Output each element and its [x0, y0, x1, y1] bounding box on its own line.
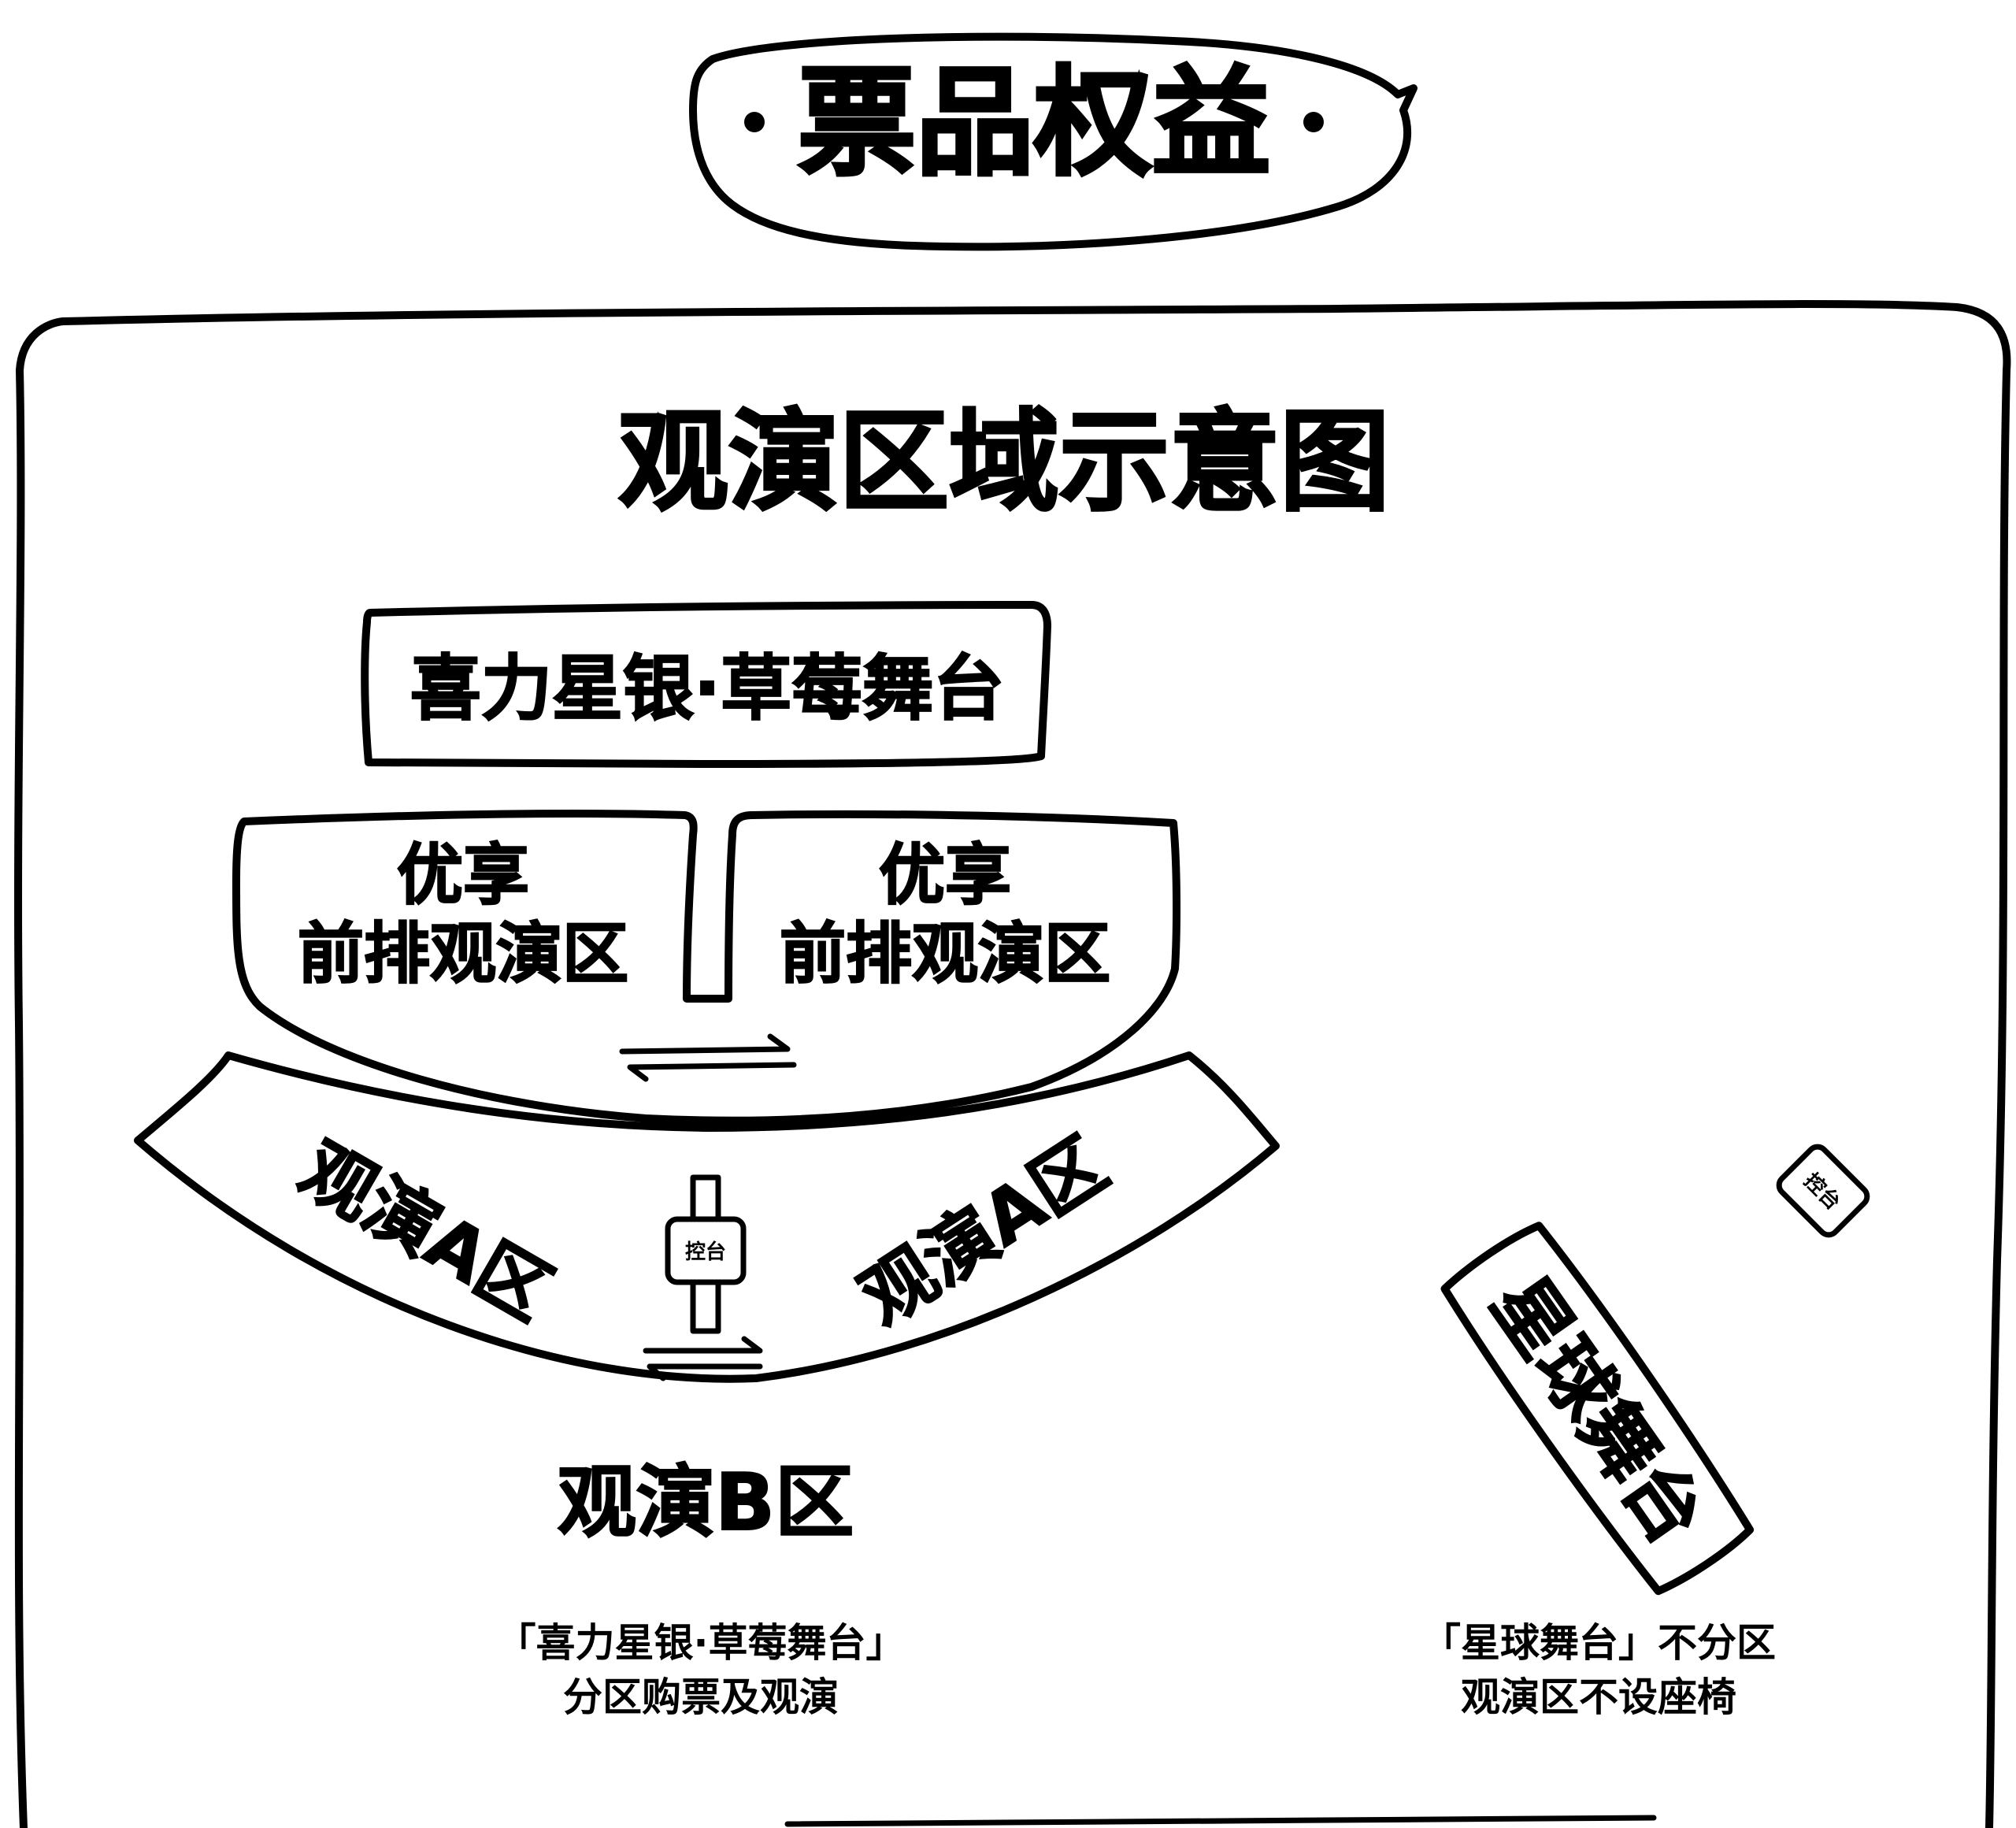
front-right-line1: 优享	[879, 836, 1011, 914]
front-right-line2: 前排观演区	[780, 915, 1110, 992]
planet-control-booth: 控台	[1776, 1144, 1870, 1238]
control-booth: 控台	[665, 1174, 747, 1334]
note-left-line2: 分区购票及观演	[563, 1674, 839, 1720]
main-stage-label: 喜力星银·草莓舞台	[410, 647, 1004, 730]
front-left-line1: 优享	[397, 836, 529, 914]
planet-stage: 星球舞台	[1440, 1222, 1755, 1596]
note-right-line2: 观演区不设座椅	[1461, 1674, 1736, 1720]
note-left-line1: 「喜力星银·草莓舞台」	[497, 1620, 906, 1666]
note-right-line1: 「星球舞台」不分区	[1421, 1620, 1776, 1666]
zone-a-right-label: 观演A区	[846, 1122, 1121, 1341]
front-left-line2: 前排观演区	[298, 915, 628, 992]
bullet-dot-left	[744, 112, 765, 132]
control-booth-label: 控台	[685, 1240, 726, 1264]
main-frame	[14, 300, 2011, 1828]
front-zones: 优享 前排观演区 优享 前排观演区	[232, 810, 1181, 1125]
swap-arrow-upper	[619, 1033, 797, 1082]
diagram-title: 观演区域示意图	[618, 399, 1390, 527]
main-stage: 喜力星银·草莓舞台	[361, 601, 1051, 768]
zone-b-label: 观演B区	[558, 1456, 854, 1548]
swap-arrow-lower	[643, 1336, 763, 1381]
zone-a-left-label: 观演A区	[287, 1127, 565, 1337]
header-bubble: 票品权益	[689, 32, 1418, 251]
bullet-dot-right	[1303, 112, 1324, 132]
page-title: 票品权益	[798, 55, 1270, 192]
